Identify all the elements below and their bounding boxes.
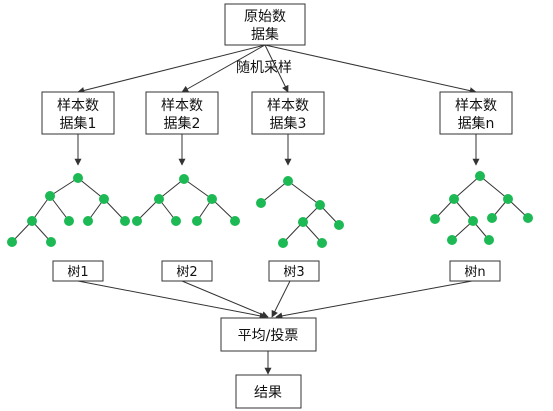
tree-node	[64, 216, 74, 226]
tree-node	[154, 194, 164, 204]
tree-graphic-n	[430, 171, 533, 245]
sample-dataset-line1: 样本数	[161, 98, 203, 114]
arrow-tree-2-to-aggregate	[181, 280, 269, 318]
tree-node	[192, 216, 202, 226]
aggregate-box	[220, 317, 317, 352]
tree-node	[132, 216, 142, 226]
result-text: 结果	[254, 385, 282, 401]
tree-label-text: 树n	[464, 265, 485, 280]
tree-label-box	[52, 260, 104, 282]
sample-dataset-line2: 据集n	[458, 115, 495, 132]
tree-node	[503, 194, 513, 204]
tree-node	[484, 235, 494, 245]
sample-dataset-line2: 据集1	[60, 115, 97, 132]
sample-dataset-node-3: 样本数 据集3	[251, 91, 325, 135]
arrow-original-to-sample-3	[264, 44, 289, 93]
tree-node	[120, 216, 130, 226]
tree-graphic-2	[132, 174, 240, 226]
tree-node	[45, 191, 55, 201]
tree-node	[171, 216, 181, 226]
connector-arrows	[74, 44, 480, 375]
tree-graphic-1	[7, 173, 130, 247]
tree-node	[317, 238, 327, 248]
arrow-original-to-sample-1	[77, 44, 266, 94]
tree-node	[278, 238, 288, 248]
sample-dataset-line1: 样本数	[267, 98, 309, 114]
sample-dataset-box	[251, 91, 325, 135]
tree-node	[83, 216, 93, 226]
result-node: 结果	[235, 374, 302, 409]
tree-node	[27, 216, 37, 226]
tree-label-node-n: 树n	[449, 260, 501, 282]
original-dataset-line1: 原始数	[244, 9, 286, 25]
sample-dataset-line1: 样本数	[455, 98, 497, 114]
tree-label-box	[161, 260, 213, 282]
tree-node	[73, 173, 83, 183]
sampling-label: 随机采样	[236, 60, 292, 76]
arrow-tree-n-to-aggregate	[275, 280, 473, 320]
sample-dataset-box	[41, 91, 115, 135]
tree-node	[179, 174, 189, 184]
tree-node	[256, 198, 266, 208]
sample-dataset-line2: 据集3	[270, 115, 307, 132]
tree-node	[487, 213, 497, 223]
tree-node	[46, 237, 56, 247]
tree-node	[523, 213, 533, 223]
aggregate-text: 平均/投票	[238, 328, 299, 344]
tree-node	[449, 194, 459, 204]
tree-graphic-3	[256, 176, 344, 248]
tree-node	[283, 176, 293, 186]
tree-node	[315, 200, 325, 210]
tree-label-box	[268, 260, 320, 282]
original-dataset-node: 原始数 据集	[224, 3, 306, 46]
tree-label-node-3: 树3	[268, 260, 320, 282]
original-dataset-line2: 据集	[251, 26, 279, 43]
tree-node	[447, 235, 457, 245]
tree-node	[475, 171, 485, 181]
original-dataset-box	[224, 3, 306, 46]
aggregate-node: 平均/投票	[220, 317, 317, 352]
tree-node	[99, 194, 109, 204]
tree-node	[298, 217, 308, 227]
sample-dataset-node-n: 样本数 据集n	[439, 91, 513, 135]
arrow-original-to-sample-n	[264, 44, 477, 95]
result-box	[235, 374, 302, 409]
arrow-original-to-sample-2	[181, 44, 266, 93]
arrow-tree-1-to-aggregate	[77, 280, 267, 320]
tree-node	[468, 216, 478, 226]
sample-dataset-node-1: 样本数 据集1	[41, 91, 115, 135]
sample-dataset-box	[439, 91, 513, 135]
arrow-tree-3-to-aggregate	[271, 280, 291, 318]
sample-dataset-line2: 据集2	[164, 115, 201, 132]
tree-node	[230, 216, 240, 226]
tree-node	[430, 214, 440, 224]
sample-dataset-box	[145, 91, 219, 135]
sample-dataset-line1: 样本数	[57, 98, 99, 114]
tree-node	[334, 220, 344, 230]
tree-label-text: 树3	[283, 265, 304, 280]
tree-label-box	[449, 260, 501, 282]
tree-label-text: 树1	[67, 265, 88, 280]
tree-node	[207, 194, 217, 204]
tree-label-node-2: 树2	[161, 260, 213, 282]
sample-dataset-node-2: 样本数 据集2	[145, 91, 219, 135]
tree-node	[7, 237, 17, 247]
tree-label-node-1: 树1	[52, 260, 104, 282]
tree-label-text: 树2	[176, 265, 197, 280]
